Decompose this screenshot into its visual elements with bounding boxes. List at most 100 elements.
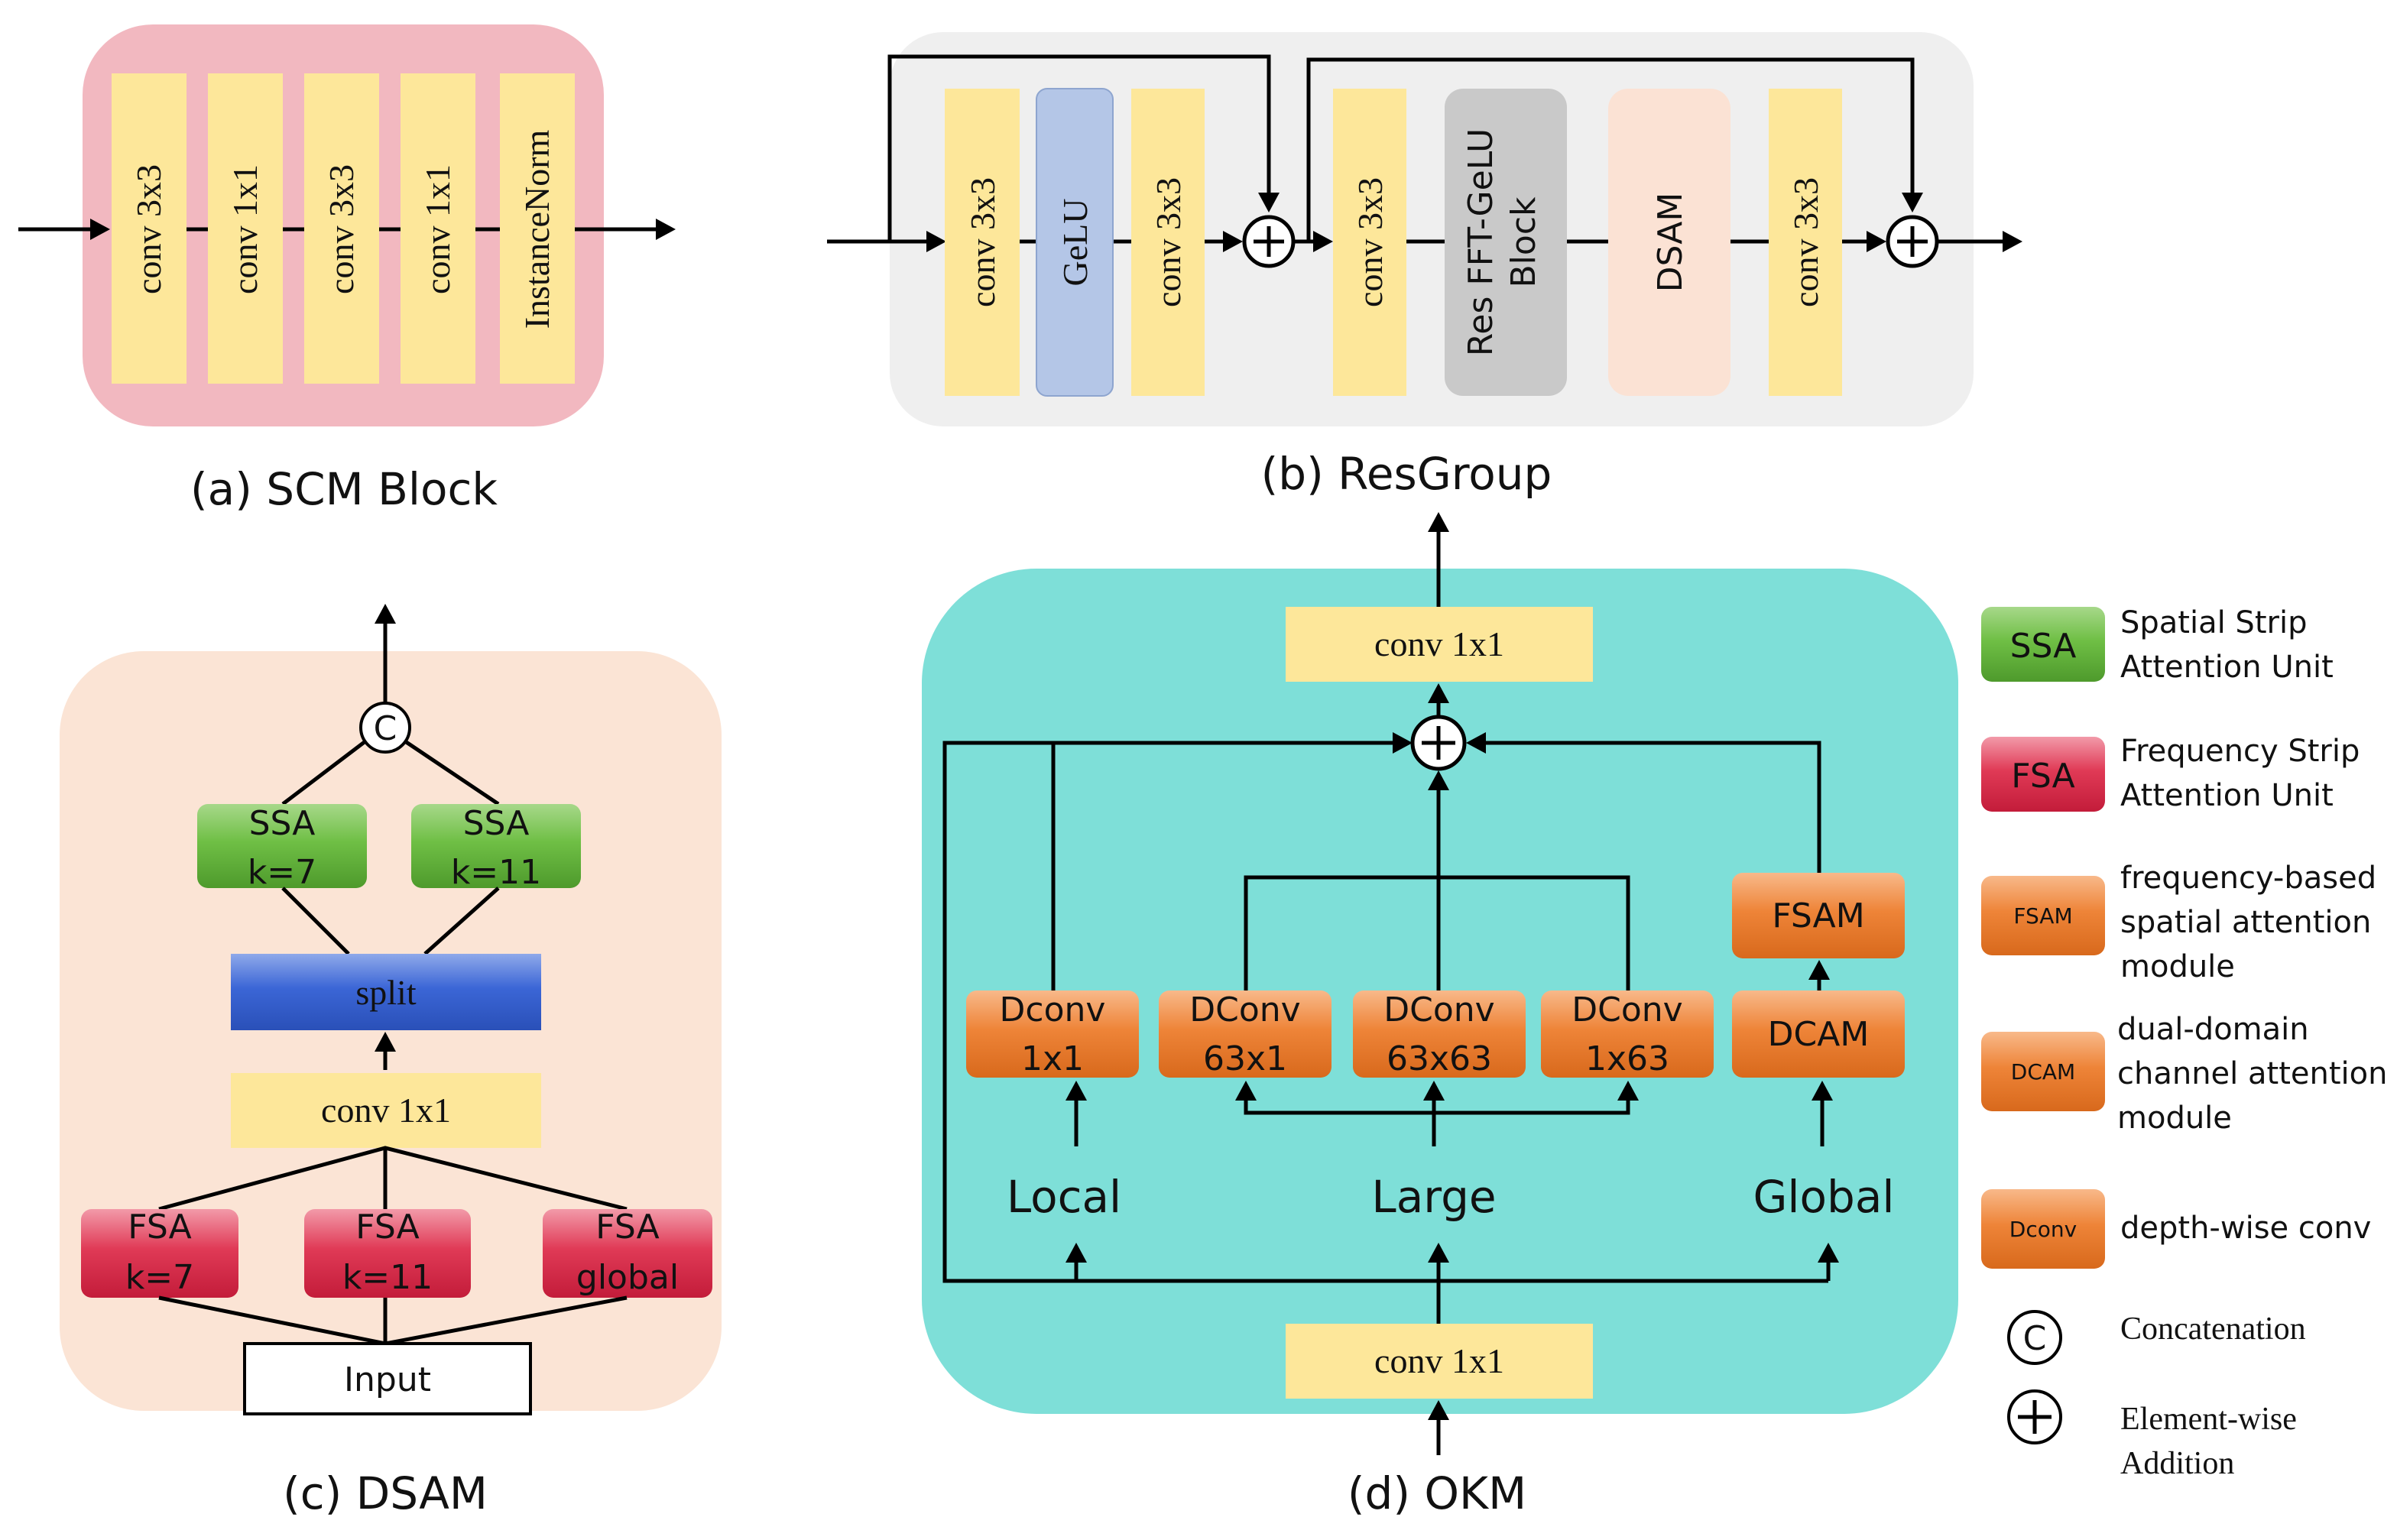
okm-dconv-63x63-l2: 63x63 [1387,1039,1492,1078]
legend-fsam-badge [1981,876,2105,955]
okm-dconv-local [966,990,1139,1078]
legend-dconv-badge [1981,1189,2105,1269]
scm-layer-box [500,73,575,384]
legend-ssa-text-1: Spatial Strip [2120,605,2307,640]
legend-fsam-text-3: module [2120,949,2235,984]
legend-dcam-text-3: module [2117,1101,2232,1136]
resgroup-conv3x3-3-label: conv 3x3 [1351,177,1390,307]
okm-fsam [1732,873,1905,958]
dsam-caption: (c) DSAM [283,1467,488,1519]
legend-fsam-text-1: frequency-based [2120,861,2376,896]
dsam-concat-node [359,702,411,754]
resgroup-gelu-label: GeLU [1056,199,1095,287]
dsam-fsa-k11-name: FSA [355,1208,419,1247]
okm-dconv-63x63 [1353,990,1526,1078]
okm-panel: conv 1x1 Dconv 1x1 DConv 63x1 DConv 63x6… [922,512,1958,1519]
okm-conv-top-label: conv 1x1 [1374,624,1504,663]
dsam-input-label: Input [344,1360,431,1399]
okm-dcam [1732,990,1905,1078]
dsam-fsa-global [543,1209,712,1298]
legend-fsa-text-2: Attention Unit [2120,778,2334,813]
legend-fsa-badge [1981,737,2105,812]
scm-layer-label: InstanceNorm [517,130,556,329]
okm-dcam-label: DCAM [1768,1015,1870,1054]
legend-fsa-text-1: Frequency Strip [2120,734,2360,769]
scm-input-arrowhead [90,219,110,240]
resgroup-conv3x3-3 [1333,89,1406,396]
dsam-ssa-k11-k: k=11 [451,853,541,892]
okm-conv-bottom [1286,1324,1593,1399]
dsam-ssa-k7 [197,804,367,888]
okm-caption: (d) OKM [1348,1467,1526,1519]
okm-fsam-label: FSAM [1772,896,1864,935]
resgroup-conv3x3-4 [1769,89,1842,396]
okm-dconv-1x63-l1: DConv [1572,990,1682,1029]
legend-concat-text: Concatenation [2120,1311,2306,1347]
resgroup-resfft-label-1: Res FFT-GeLU [1461,128,1500,356]
scm-layer-label: conv 3x3 [322,164,361,294]
legend-dcam-text-1: dual-domain [2117,1012,2309,1047]
okm-branch-local: Local [1007,1171,1121,1223]
resgroup-gelu [1036,88,1114,397]
dsam-split-label: split [355,973,416,1012]
okm-dconv-63x1-l1: DConv [1189,990,1300,1029]
okm-dconv-63x1-l2: 63x1 [1203,1039,1287,1078]
scm-layer-label: conv 3x3 [129,164,168,294]
legend-dcam-badge [1981,1032,2105,1111]
dsam-fsa-k7-k: k=7 [125,1258,194,1297]
legend-dcam-text-2: channel attention [2117,1056,2387,1091]
resgroup-dsam-label: DSAM [1651,193,1690,293]
resgroup-resfft-block [1445,89,1567,396]
legend-dcam-badge-label: DCAM [2011,1059,2075,1084]
scm-panel: conv 3x3 conv 1x1 conv 3x3 conv 1x1 Instance… [18,24,676,515]
dsam-conv1x1-label: conv 1x1 [321,1091,451,1130]
okm-dconv-1x63 [1541,990,1714,1078]
dsam-split [231,954,541,1030]
legend: SSA Spatial Strip Attention Unit FSA Fre… [1981,605,2387,1481]
resgroup-conv3x3-2 [1131,89,1205,396]
dsam-fsa-global-k: global [576,1258,679,1297]
okm-dconv-local-l2: 1x1 [1021,1039,1084,1078]
scm-layer-box [208,73,283,384]
legend-fsam-text-2: spatial attention [2120,905,2371,940]
resgroup-conv3x3-4-label: conv 3x3 [1786,177,1825,307]
scm-output-arrowhead [656,219,676,240]
dsam-ssa-k11-name: SSA [463,804,530,843]
dsam-fsa-k7-name: FSA [128,1208,191,1247]
scm-layer-label: conv 1x1 [418,164,457,294]
resgroup-conv3x3-1 [945,89,1020,396]
dsam-conv1x1 [231,1073,541,1148]
dsam-fsa-k7 [81,1209,238,1298]
legend-concat-symbol: C [2023,1319,2047,1358]
legend-dconv-text-1: depth-wise conv [2120,1211,2371,1246]
dsam-panel: C SSA k=7 SSA k=11 split conv 1x1 FSA k=… [60,604,722,1519]
okm-dconv-1x63-l2: 1x63 [1585,1039,1669,1078]
legend-dconv-badge-label: Dconv [2009,1217,2077,1242]
resgroup-dsam [1608,89,1730,396]
dsam-fsa-global-name: FSA [595,1208,659,1247]
okm-branch-global: Global [1753,1171,1894,1223]
resgroup-caption: (b) ResGroup [1261,448,1552,500]
dsam-ssa-k7-k: k=7 [248,853,316,892]
resgroup-conv3x3-1-label: conv 3x3 [963,177,1002,307]
legend-concat-icon [2007,1310,2062,1365]
okm-conv-top [1286,607,1593,682]
legend-ssa-badge [1981,607,2105,682]
legend-ssa-badge-label: SSA [2010,627,2077,666]
dsam-fsa-k11-k: k=11 [342,1258,433,1297]
legend-add-text-2: Addition [2120,1446,2234,1481]
resgroup-resfft-label-2: Block [1504,196,1543,288]
legend-fsa-badge-label: FSA [2011,757,2074,796]
legend-add-text-1: Element-wise [2120,1402,2297,1437]
resgroup-panel: conv 3x3 GeLU conv 3x3 conv 3x3 Res FFT-… [827,32,2022,500]
legend-fsam-badge-label: FSAM [2013,903,2072,929]
scm-layer-label: conv 1x1 [225,164,264,294]
resgroup-conv3x3-2-label: conv 3x3 [1149,177,1188,307]
scm-caption: (a) SCM Block [190,463,498,515]
dsam-ssa-k11 [411,804,581,888]
dsam-fsa-k11 [304,1209,471,1298]
okm-dconv-local-l1: Dconv [1000,990,1106,1029]
scm-layer-box [401,73,475,384]
okm-dconv-63x63-l1: DConv [1383,990,1494,1029]
